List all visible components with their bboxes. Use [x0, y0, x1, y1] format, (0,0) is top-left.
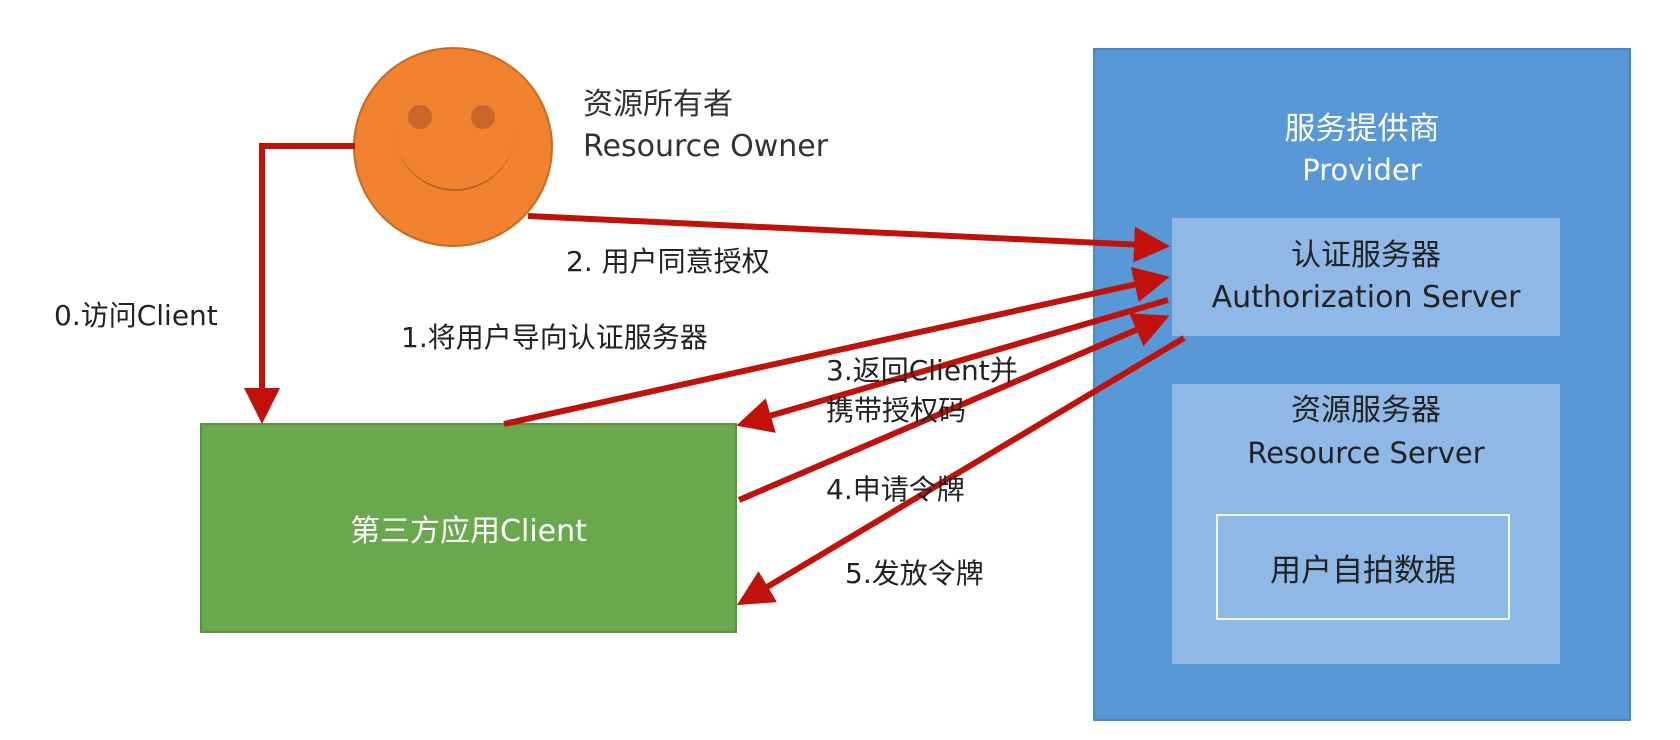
step-3-label-line1: 3.返回Client并	[826, 354, 1018, 387]
arrow-step-0	[244, 143, 355, 424]
provider-title-en: Provider	[1302, 153, 1422, 187]
authorization-server-title-cn: 认证服务器	[1291, 238, 1441, 273]
authorization-server-box: 认证服务器 Authorization Server	[1172, 218, 1560, 336]
client-label: 第三方应用Client	[350, 514, 587, 549]
authorization-server-title-en: Authorization Server	[1211, 280, 1521, 315]
step-3-label-line2: 携带授权码	[826, 394, 967, 427]
step-5-label: 5.发放令牌	[845, 557, 984, 590]
step-2-label: 2. 用户同意授权	[566, 245, 770, 278]
resource-owner-title-cn: 资源所有者	[583, 87, 733, 122]
resource-server-box	[1172, 384, 1560, 664]
provider-title-cn: 服务提供商	[1284, 111, 1440, 147]
user-data-box: 用户自拍数据	[1216, 514, 1510, 620]
step-1-label: 1.将用户导向认证服务器	[401, 321, 708, 354]
resource-server-title-en: Resource Server	[1247, 436, 1485, 470]
step-0-label: 0.访问Client	[54, 299, 218, 332]
client-box: 第三方应用Client	[200, 423, 737, 633]
step-4-label: 4.申请令牌	[826, 473, 965, 506]
smiley-left-eye	[408, 105, 432, 129]
smiley-mouth	[395, 129, 515, 191]
resource-server-title-cn: 资源服务器	[1291, 393, 1441, 428]
arrow-step-2	[527, 213, 1170, 263]
smiley-face-icon	[353, 47, 553, 247]
resource-owner-label: 资源所有者 Resource Owner	[583, 84, 828, 168]
smiley-right-eye	[471, 105, 495, 129]
resource-owner-title-en: Resource Owner	[583, 129, 829, 164]
user-data-label: 用户自拍数据	[1270, 552, 1456, 589]
